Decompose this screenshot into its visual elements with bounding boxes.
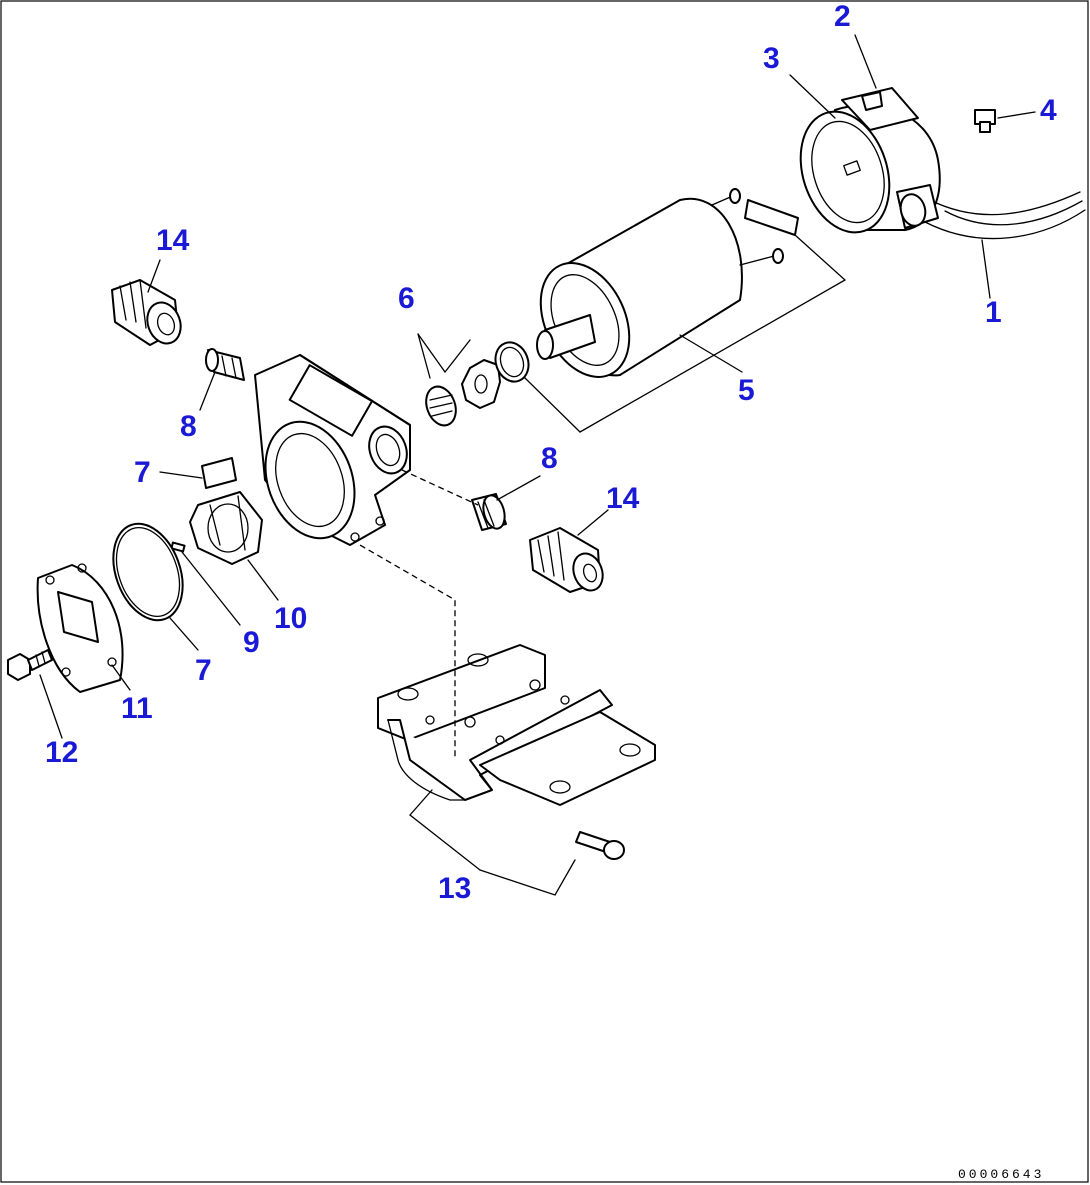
part-9-pin xyxy=(170,541,186,553)
callout-7-small-gasket: 7 xyxy=(134,456,151,489)
part-14-fitting-upper xyxy=(111,279,182,346)
pump-body xyxy=(254,354,411,546)
part-11-cover xyxy=(36,563,124,693)
callout-labels: 1 2 3 4 5 6 7 7 8 8 9 10 11 12 13 14 14 xyxy=(45,0,1057,905)
callout-8-upper: 8 xyxy=(180,410,197,443)
part-1-cable xyxy=(924,191,1086,240)
callout-6: 6 xyxy=(398,282,415,315)
drawing-number: 00006643 xyxy=(958,1167,1044,1182)
part-5-motor xyxy=(536,188,799,378)
callout-10: 10 xyxy=(274,602,307,635)
callout-2: 2 xyxy=(834,0,851,33)
callout-7-o-ring: 7 xyxy=(195,654,212,687)
part-8-plug-lower xyxy=(471,493,507,531)
o-ring xyxy=(494,341,530,383)
part-12-bolt xyxy=(7,649,53,681)
callout-12: 12 xyxy=(45,736,78,769)
callout-4: 4 xyxy=(1040,94,1057,127)
part-7-gasket-small xyxy=(201,457,237,489)
part-13-bracket xyxy=(377,644,656,860)
part-4-plug xyxy=(974,109,996,133)
part-10-rotor xyxy=(189,491,263,565)
callout-14-upper: 14 xyxy=(156,224,190,257)
part-7-o-ring xyxy=(112,522,184,622)
part-6-coupling xyxy=(425,359,501,427)
callout-13: 13 xyxy=(438,872,471,905)
part-2-cover-plate xyxy=(841,87,919,131)
callout-14-lower: 14 xyxy=(606,482,640,515)
leader-lines xyxy=(39,34,1036,896)
callout-9: 9 xyxy=(243,626,260,659)
callout-11: 11 xyxy=(121,692,153,725)
callout-5: 5 xyxy=(738,374,755,407)
part-3-gauge-housing xyxy=(799,104,941,234)
callout-8-lower: 8 xyxy=(541,442,558,475)
part-14-fitting-lower xyxy=(529,527,604,593)
callout-1: 1 xyxy=(985,296,1002,329)
callout-3: 3 xyxy=(763,42,780,75)
part-8-adapter-upper xyxy=(205,348,245,381)
